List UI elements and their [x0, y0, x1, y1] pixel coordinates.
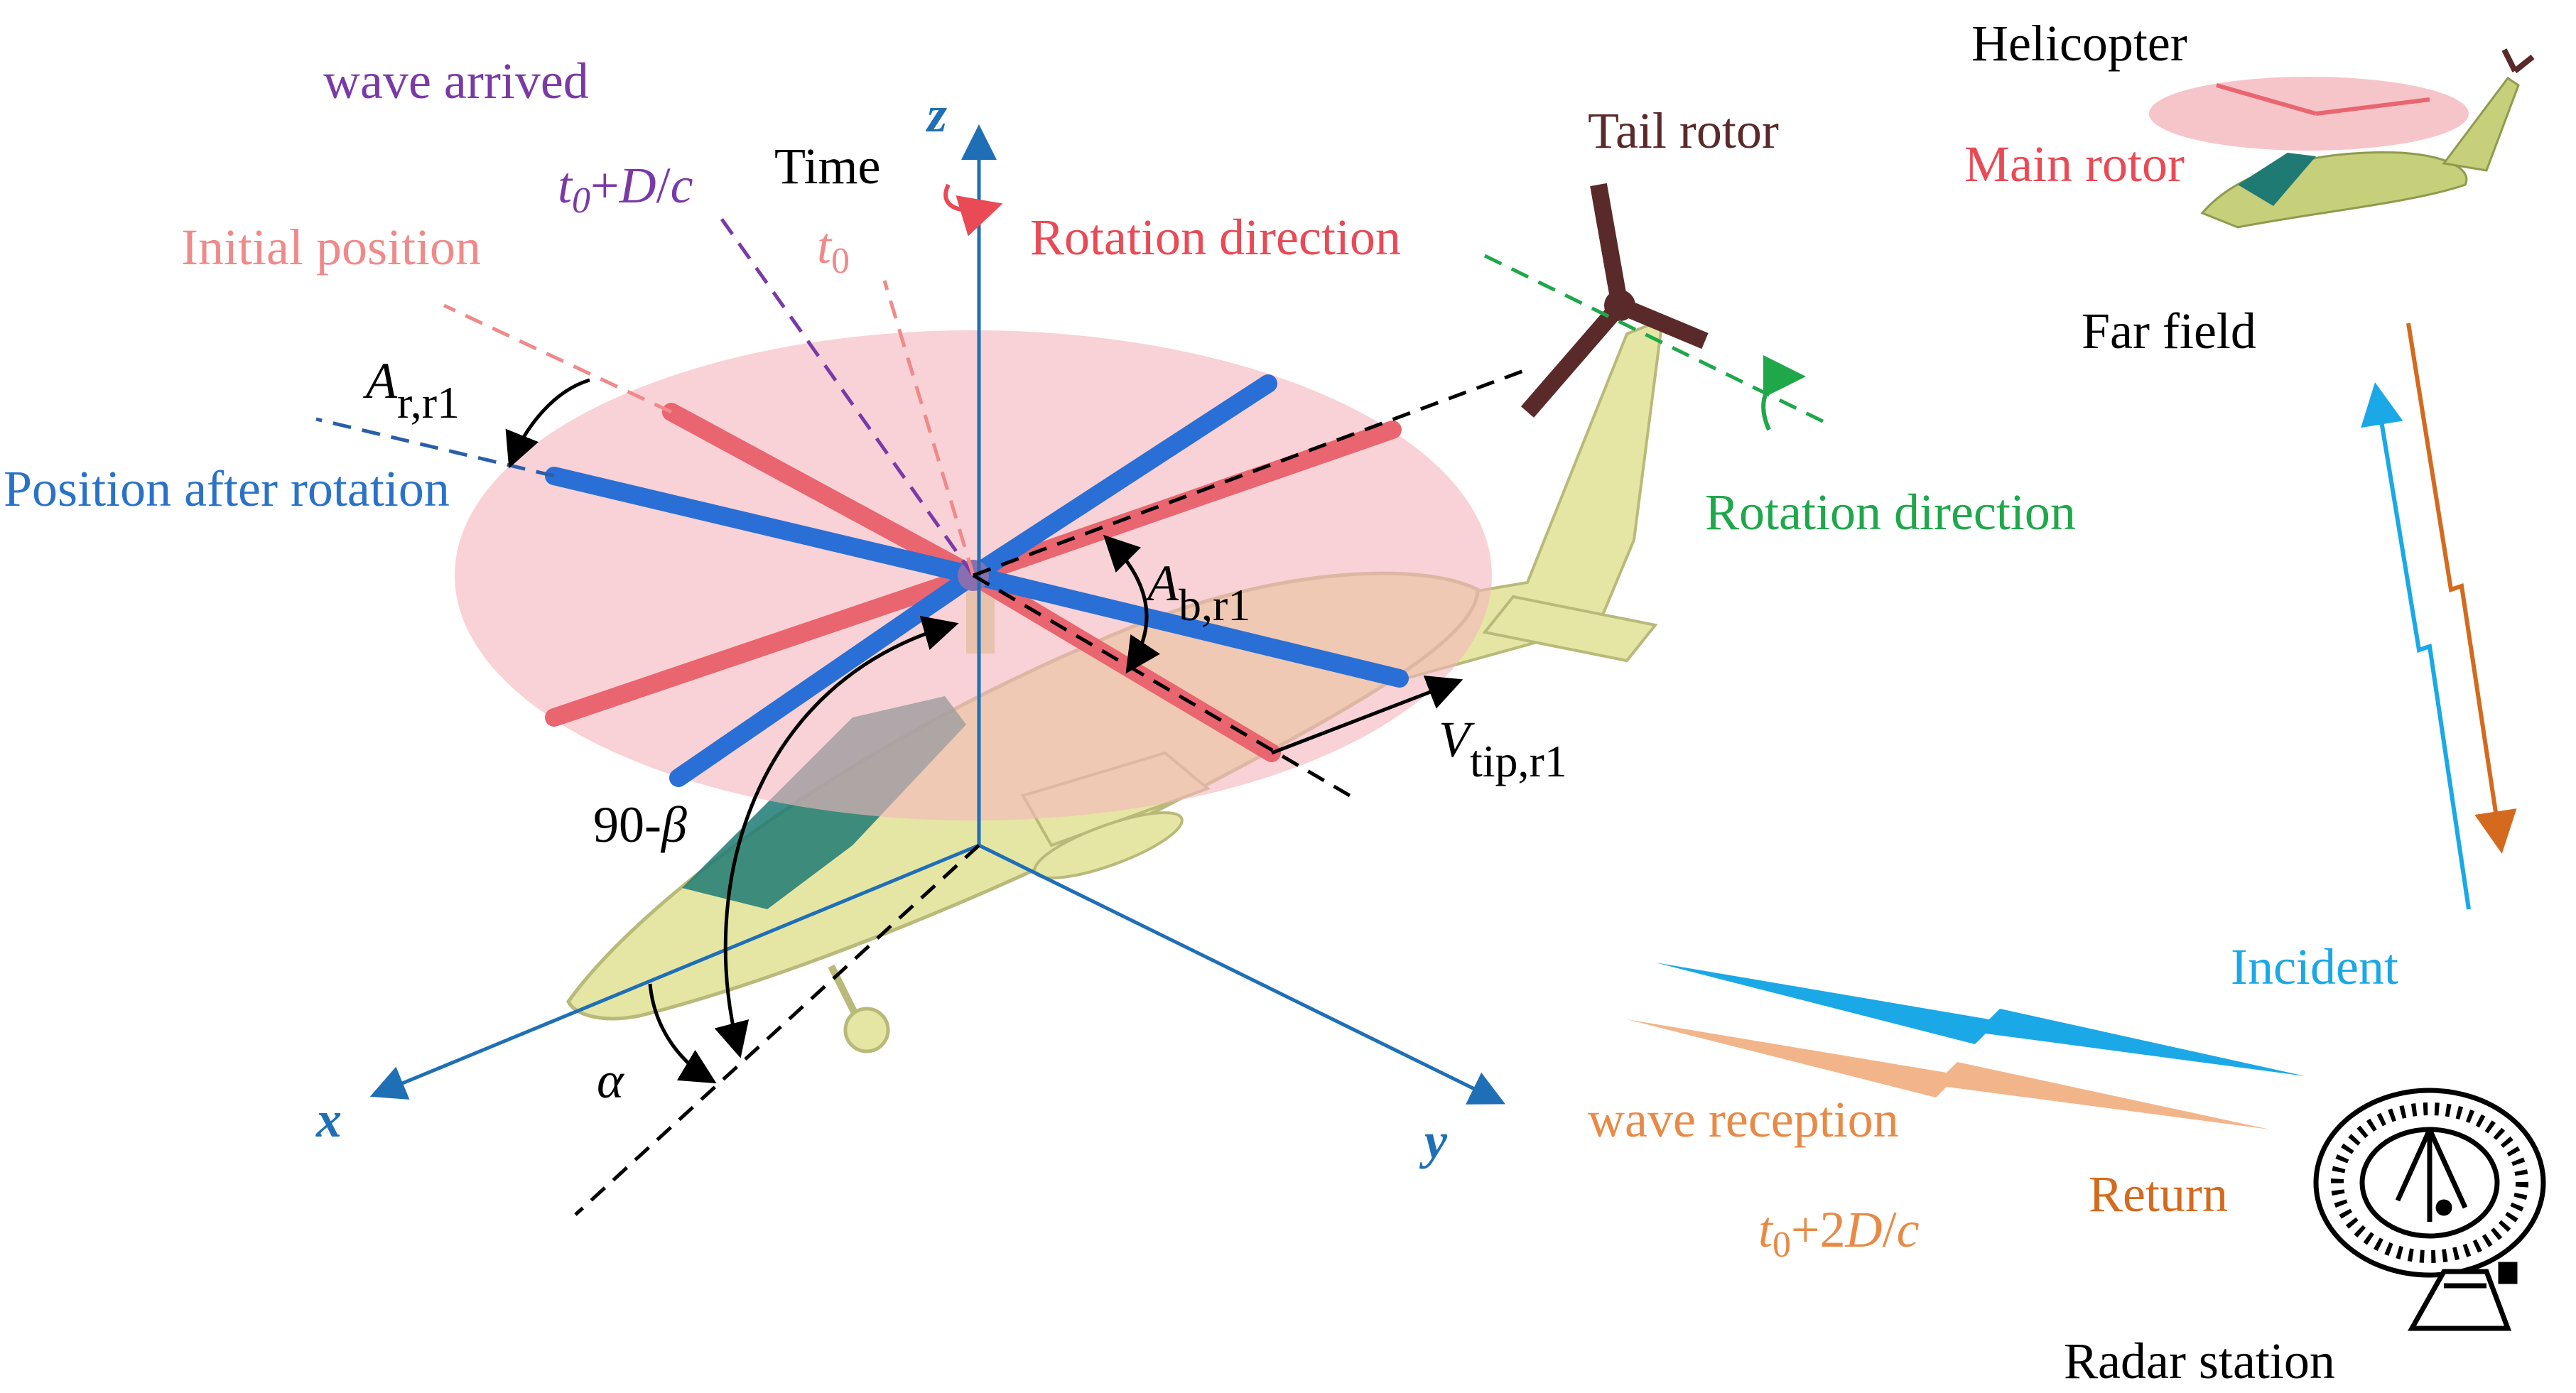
- initial-position-line: [443, 303, 673, 414]
- main-rotor-label: Main rotor: [1964, 136, 2185, 193]
- incident-label: Incident: [2231, 938, 2398, 995]
- t0-plus-2Dc-label: t0+2D/c: [1758, 1201, 1920, 1265]
- y-axis: [978, 843, 1505, 1105]
- beta-arc: [714, 615, 959, 1058]
- x-axis: [369, 843, 980, 1100]
- beta-angle-label: 90-β: [593, 796, 687, 853]
- rotation-direction-tail-label: Rotation direction: [1705, 484, 2076, 541]
- tail-rotation-arrow: [1761, 355, 1806, 431]
- blade-axis-line: [973, 367, 1528, 578]
- main-rotation-arrow: [943, 183, 1003, 237]
- incident-beam: [1655, 963, 2305, 1076]
- A-r-r1-label: Ar,r1: [363, 352, 460, 428]
- initial-position-label: Initial position: [181, 219, 481, 276]
- t0-line: [882, 280, 975, 576]
- far-field-label: Far field: [2082, 303, 2256, 359]
- A-r-r1-arc: [505, 378, 590, 469]
- position-after-rotation-label: Position after rotation: [4, 460, 450, 517]
- A-b-r1-label: Ab,r1: [1144, 555, 1250, 630]
- wave-arrived-label: wave arrived: [323, 53, 589, 109]
- reception-beam: [1627, 1019, 2270, 1129]
- alpha-label: α: [597, 1052, 624, 1109]
- tail-rotor-axis-line: [1483, 254, 1834, 428]
- landing-gear-wheel: [843, 1007, 890, 1053]
- tail-rotor-label: Tail rotor: [1588, 102, 1779, 159]
- return-label: Return: [2089, 1166, 2228, 1223]
- alpha-arc: [648, 983, 717, 1084]
- tip-axis-line: [972, 573, 1351, 798]
- wave-arrived-line: [715, 212, 975, 577]
- t0-plus-Dc-label: t0+D/c: [558, 157, 693, 221]
- time-label: Time: [774, 138, 880, 195]
- far-field-helicopter: [2149, 48, 2535, 229]
- axis-x-label: x: [315, 1091, 342, 1148]
- V-tip-r1-label: Vtip,r1: [1439, 711, 1567, 786]
- rotation-direction-main-label: Rotation direction: [1030, 209, 1401, 266]
- return-arrow: [2406, 322, 2517, 854]
- tail-rotor: [1520, 183, 1709, 418]
- incident-arrow: [2361, 382, 2471, 910]
- radar-station: [2313, 1088, 2546, 1331]
- V-tip-arrow: [1271, 676, 1463, 755]
- helicopter-label: Helicopter: [1971, 15, 2187, 72]
- radar-station-label: Radar station: [2064, 1333, 2335, 1389]
- axis-z-label: z: [925, 86, 947, 143]
- wave-reception-label: wave reception: [1588, 1091, 1899, 1148]
- horizontal-stabilizer: [1482, 595, 1658, 663]
- t0-label: t0: [817, 217, 850, 281]
- A-b-r1-arc: [1103, 534, 1160, 674]
- axis-y-label: y: [1419, 1112, 1448, 1169]
